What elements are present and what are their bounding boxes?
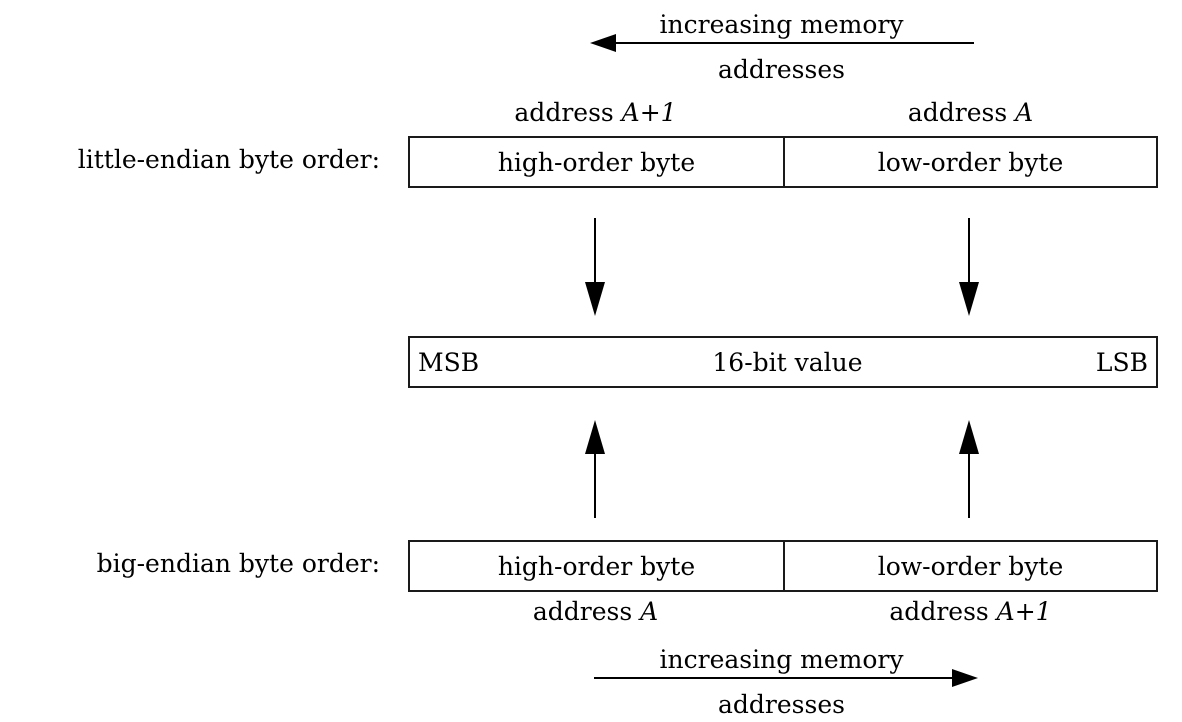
address-left-symbol: A xyxy=(640,597,659,626)
up-arrow-icon xyxy=(585,420,605,518)
big-endian-row-label: big-endian byte order: xyxy=(96,549,380,578)
big-endian-low-byte-cell: low-order byte xyxy=(785,542,1156,590)
little-endian-high-byte-cell: high-order byte xyxy=(410,138,785,186)
value-box: MSB 16-bit value LSB xyxy=(408,336,1158,388)
increasing-memory-arrow-right xyxy=(590,666,980,690)
value-box-lsb-label: LSB xyxy=(1095,347,1148,377)
little-endian-low-byte-label: low-order byte xyxy=(877,147,1064,177)
increasing-memory-arrow-left xyxy=(588,31,976,55)
big-endian-address-right: address A+1 xyxy=(783,599,1158,624)
address-left-symbol: A+1 xyxy=(621,98,677,127)
connector-down-left xyxy=(581,218,609,318)
down-arrow-icon xyxy=(959,218,979,316)
little-endian-address-right: address A xyxy=(783,100,1158,125)
arrow-left-icon xyxy=(590,34,974,52)
little-endian-high-byte-label: high-order byte xyxy=(497,147,696,177)
connector-down-right xyxy=(955,218,983,318)
little-endian-address-left: address A+1 xyxy=(408,100,783,125)
big-endian-high-byte-cell: high-order byte xyxy=(410,542,785,590)
address-right-symbol: A+1 xyxy=(996,597,1052,626)
connector-up-right xyxy=(955,418,983,518)
connector-up-left xyxy=(581,418,609,518)
address-left-prefix: address xyxy=(514,98,622,127)
big-endian-high-byte-label: high-order byte xyxy=(497,551,696,581)
little-endian-byte-box: high-order byte low-order byte xyxy=(408,136,1158,188)
address-right-symbol: A xyxy=(1015,98,1034,127)
big-endian-byte-box: high-order byte low-order byte xyxy=(408,540,1158,592)
address-right-prefix: address xyxy=(907,98,1016,127)
arrow-right-icon xyxy=(594,669,978,687)
address-left-prefix: address xyxy=(532,597,641,626)
up-arrow-icon xyxy=(959,420,979,518)
big-endian-address-left: address A xyxy=(408,599,783,624)
top-banner-line2: addresses xyxy=(718,55,845,84)
bottom-banner-line1: increasing memory xyxy=(659,645,904,674)
value-box-msb-label: MSB xyxy=(418,347,480,377)
down-arrow-icon xyxy=(585,218,605,316)
top-banner-line1: increasing memory xyxy=(659,10,904,39)
bottom-banner-line2: addresses xyxy=(718,690,845,719)
little-endian-low-byte-cell: low-order byte xyxy=(785,138,1156,186)
big-endian-low-byte-label: low-order byte xyxy=(877,551,1064,581)
address-right-prefix: address xyxy=(889,597,997,626)
little-endian-row-label: little-endian byte order: xyxy=(77,145,380,174)
value-box-label: 16-bit value xyxy=(712,347,863,377)
